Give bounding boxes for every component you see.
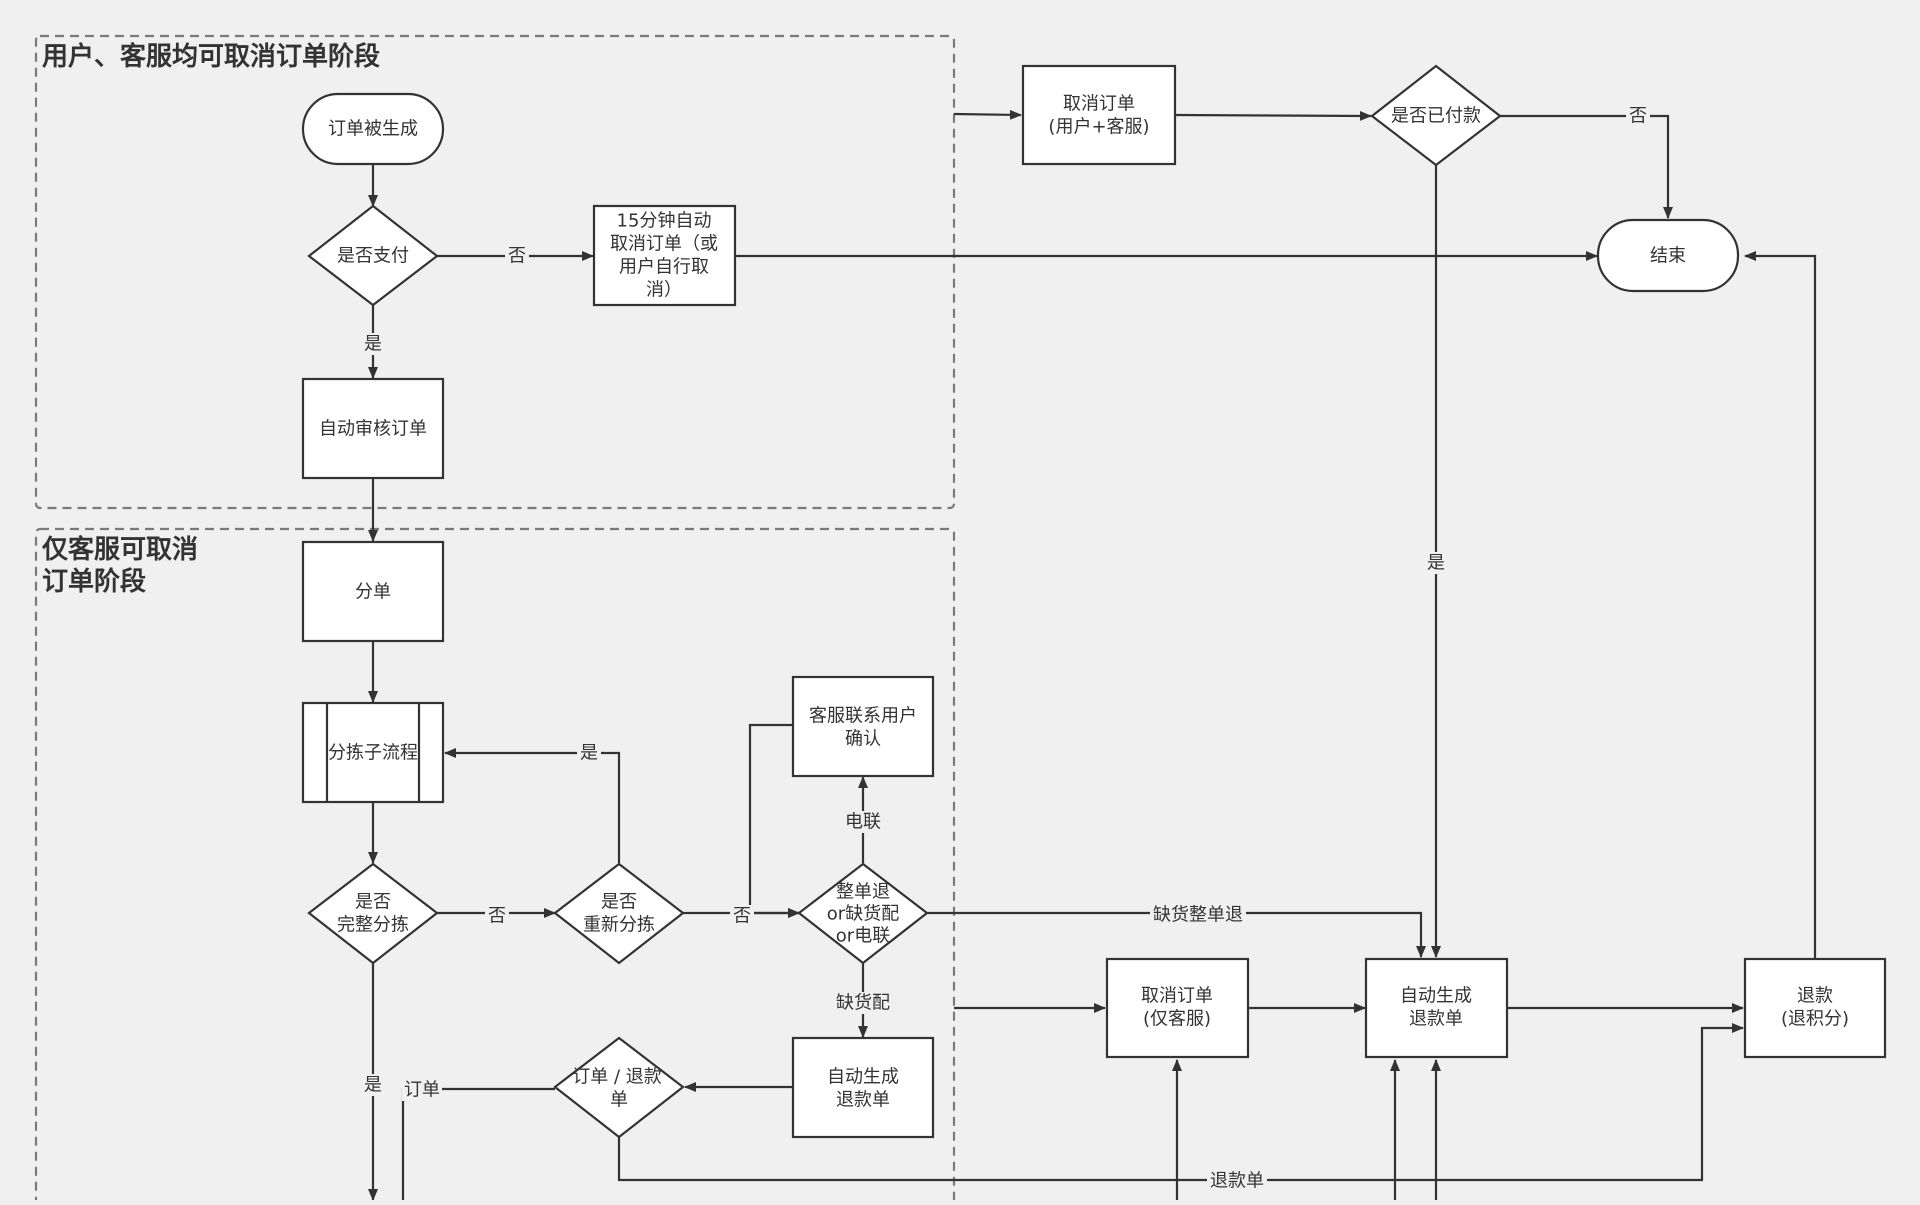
node-auto-cancel-15min-line2: 取消订单（或 [610,234,718,255]
node-resort-check-line1: 是否 [601,892,637,913]
edges [368,109,1817,1201]
edge-label-shortage-partial: 缺货配 [836,993,890,1014]
edge-label-no-completecheck: 否 [488,906,506,927]
edge-labels: 否 是 否 是 否 电联 缺货配 缺货整单退 是 订单 退款单 否 是 [361,105,1650,1192]
node-auto-cancel-15min-line3: 用户自行取 [619,257,709,278]
edge-label-yes-paidcheck: 是 [1427,553,1445,574]
edge-resort-yes-to-sorting [444,748,621,863]
node-cancel-user-cs[interactable] [1021,64,1177,166]
edge-label-refund-slip: 退款单 [1210,1171,1264,1192]
node-refund-decision[interactable] [797,862,929,965]
edge-decision-fullrefund-to-autorefund [927,911,1426,958]
node-refund-decision-line2: or缺货配 [827,904,899,925]
edge-cscontact-to-decision [748,723,800,918]
node-auto-refund-right[interactable] [1364,957,1509,1059]
node-is-paid-check[interactable] [307,204,439,307]
zone-stage-cs-only-title-line2: 订单阶段 [42,566,146,597]
node-sorting-subprocess-label: 分拣子流程 [328,743,418,764]
node-auto-refund-right-line1: 自动生成 [1400,986,1472,1007]
zone-stage-user-and-cs [34,34,956,510]
node-auto-review[interactable] [301,377,445,480]
node-cs-contact-user[interactable] [791,675,935,778]
node-refund-decision-line1: 整单退 [836,882,890,903]
node-refund-points-line1: 退款 [1797,986,1833,1007]
node-split-order[interactable] [301,540,445,643]
zone-stage-cs-only-title-line1: 仅客服可取消 [42,534,198,565]
node-refund-decision-line3: or电联 [836,926,890,947]
node-cancel-user-cs-line2: (用户+客服) [1048,117,1149,138]
node-resort-check-line2: 重新分拣 [583,915,655,936]
nodes: 订单被生成 是否支付 15分钟自动 取消订单（或 用户自行取 消） 自动审核订单… [301,64,1887,1139]
edge-stage1-to-cancel-user-cs [953,109,1022,120]
node-end[interactable] [1596,218,1740,293]
edge-refundpoints-to-end [1744,251,1817,958]
node-auto-cancel-15min-line1: 15分钟自动 [617,211,712,232]
node-already-paid-check[interactable] [1370,64,1502,167]
zone-stage-user-and-cs-title: 用户、客服均可取消订单阶段 [42,41,380,72]
node-split-order-label: 分单 [355,582,391,603]
node-auto-refund-left[interactable] [791,1036,935,1139]
node-auto-refund-right-line2: 退款单 [1409,1009,1463,1030]
node-cs-contact-user-line2: 确认 [845,729,881,750]
edge-label-order: 订单 [404,1080,440,1101]
node-complete-sort-check-line1: 是否 [355,892,391,913]
edge-orderorrefund-refund-to-refundpoints [617,1023,1744,1182]
node-cancel-cs-only[interactable] [1105,957,1250,1059]
node-order-created[interactable] [301,92,445,166]
node-complete-sort-check[interactable] [307,862,439,965]
node-resort-check[interactable] [553,862,685,965]
edge-orderorrefund-order-down [401,1087,555,1200]
edge-label-no-paidcheck: 否 [1629,106,1647,127]
node-cancel-cs-only-line1: 取消订单 [1141,986,1213,1007]
edge-paidcheck-no-to-end [1500,114,1673,219]
node-already-paid-check-label: 是否已付款 [1391,106,1481,127]
zone-stage-cs-only [34,527,956,1205]
node-complete-sort-check-line2: 完整分拣 [337,915,409,936]
node-order-or-refund[interactable] [553,1036,685,1139]
edge-label-shortage-full-refund: 缺货整单退 [1153,905,1243,926]
edge-label-phone: 电联 [845,812,881,833]
node-auto-cancel-15min-line4: 消） [646,280,682,301]
node-end-label: 结束 [1650,246,1686,267]
node-auto-refund-left-line1: 自动生成 [827,1067,899,1088]
edge-cancel-user-cs-to-paidcheck [1174,110,1372,121]
node-auto-refund-left-line2: 退款单 [836,1090,890,1111]
edge-label-yes-completecheck: 是 [364,1075,382,1096]
node-cancel-user-cs-line1: 取消订单 [1063,94,1135,115]
node-is-paid-check-label: 是否支付 [337,246,409,267]
node-cs-contact-user-line1: 客服联系用户 [809,706,917,727]
node-order-or-refund-line2: 单 [610,1090,628,1111]
node-order-or-refund-line1: 订单 / 退款 [572,1067,662,1088]
edge-label-no-resort: 否 [733,906,751,927]
edge-label-yes-paycheck: 是 [364,334,382,355]
edge-label-no-paycheck: 否 [508,246,526,267]
node-refund-points[interactable] [1743,957,1887,1059]
node-order-created-label: 订单被生成 [328,119,418,140]
node-auto-review-label: 自动审核订单 [319,419,427,440]
edge-label-yes-resort: 是 [580,743,598,764]
node-refund-points-line2: (退积分) [1781,1009,1849,1030]
node-cancel-cs-only-line2: (仅客服) [1143,1009,1211,1030]
node-auto-cancel-15min[interactable] [592,204,737,307]
